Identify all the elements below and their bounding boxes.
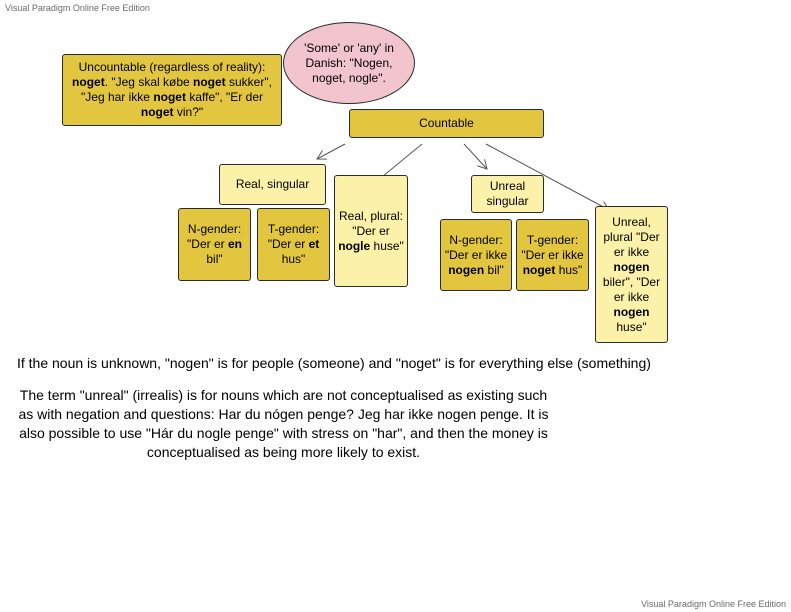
bold-term: nogen (613, 259, 650, 274)
node-n-gender-real[interactable]: N-gender: "Der er en bil" (178, 208, 251, 281)
arrow-countable-to-real-singular (317, 143, 346, 159)
note-unknown-noun: If the noun is unknown, "nogen" is for p… (17, 355, 651, 371)
node-real-singular[interactable]: Real, singular (219, 164, 326, 205)
node-t-gender-real[interactable]: T-gender: "Der er et hus" (257, 208, 330, 281)
node-real-plural-text: Real, plural: "Der er nogle huse" (338, 208, 404, 253)
bold-term: et (308, 237, 320, 251)
node-countable-text: Countable (419, 116, 474, 130)
bold-term: nogen (613, 304, 650, 319)
node-t-gender-real-text: T-gender: "Der er et hus" (267, 222, 320, 266)
watermark-top: Visual Paradigm Online Free Edition (5, 3, 150, 13)
node-countable[interactable]: Countable (349, 109, 544, 138)
node-root-ellipse[interactable]: 'Some' or 'any' in Danish: "Nogen, noget… (283, 22, 415, 104)
node-uncountable[interactable]: Uncountable (regardless of reality): nog… (62, 54, 282, 126)
node-t-gender-unreal[interactable]: T-gender: "Der er ikke noget hus" (516, 219, 589, 291)
bold-term: noget (193, 75, 226, 89)
node-t-gender-unreal-text: T-gender: "Der er ikke noget hus" (521, 232, 584, 277)
bold-term: noget (153, 90, 186, 104)
watermark-bottom: Visual Paradigm Online Free Edition (641, 599, 786, 609)
node-unreal-singular[interactable]: Unreal singular (471, 175, 544, 213)
node-real-plural[interactable]: Real, plural: "Der er nogle huse" (334, 175, 408, 287)
bold-term: nogen (448, 262, 485, 277)
node-unreal-singular-text: Unreal singular (486, 179, 529, 208)
node-unreal-plural[interactable]: Unreal, plural "Der er ikke nogen biler"… (595, 206, 668, 343)
node-uncountable-text: Uncountable (regardless of reality): nog… (72, 60, 272, 119)
node-unreal-plural-text: Unreal, plural "Der er ikke nogen biler"… (602, 214, 661, 334)
bold-term: noget (140, 105, 174, 119)
arrow-countable-to-unreal-singular (463, 143, 487, 169)
node-n-gender-real-text: N-gender: "Der er en bil" (187, 222, 242, 266)
node-n-gender-unreal-text: N-gender: "Der er ikke nogen bil" (444, 232, 508, 277)
note-unreal-term: The term "unreal" (irrealis) is for noun… (18, 387, 549, 460)
arrow-countable-to-unreal-plural (485, 143, 609, 210)
node-n-gender-unreal[interactable]: N-gender: "Der er ikke nogen bil" (440, 219, 512, 291)
node-real-singular-text: Real, singular (235, 177, 310, 191)
bold-term: nogle (338, 238, 371, 253)
bold-term: en (227, 237, 242, 251)
bold-term: noget (72, 75, 105, 89)
node-root-text: 'Some' or 'any' in Danish: "Nogen, noget… (304, 40, 394, 85)
bold-term: noget (522, 262, 556, 277)
